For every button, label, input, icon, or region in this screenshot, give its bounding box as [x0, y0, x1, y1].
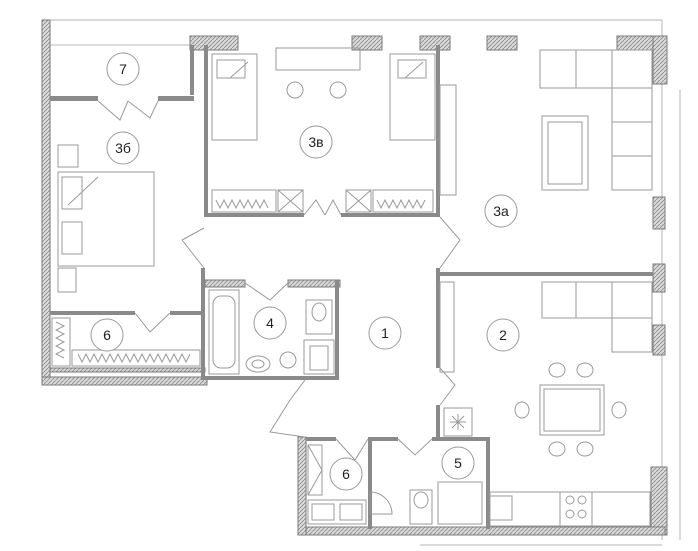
svg-text:3а: 3а — [493, 203, 509, 219]
room-5-fixtures — [409, 481, 483, 525]
exterior-walls — [41, 19, 668, 536]
svg-text:3б: 3б — [115, 140, 131, 156]
svg-text:6: 6 — [103, 327, 111, 343]
room-labels: 7 3б 3в 3а 6 4 1 2 — [90, 52, 520, 491]
room-6b-furniture — [307, 444, 393, 525]
room-6a-furniture — [51, 317, 201, 367]
room-3b-furniture — [57, 144, 155, 293]
svg-text:3в: 3в — [308, 134, 323, 150]
room-2-furniture — [439, 281, 653, 527]
svg-text:6: 6 — [342, 466, 350, 482]
svg-text:7: 7 — [119, 61, 127, 77]
room-label-1: 1 — [368, 316, 402, 350]
room-label-3a: 3а — [484, 194, 518, 228]
svg-text:1: 1 — [381, 325, 389, 341]
room-label-3v: 3в — [299, 125, 333, 159]
room-4-fixtures — [208, 289, 335, 375]
room-3a-furniture — [439, 49, 653, 196]
room-label-2: 2 — [486, 318, 520, 352]
room-label-4: 4 — [253, 306, 287, 340]
doors — [97, 100, 461, 461]
svg-text:5: 5 — [454, 455, 462, 471]
room-label-6-bottom: 6 — [329, 457, 363, 491]
interior-walls — [50, 45, 653, 529]
svg-text:4: 4 — [266, 315, 274, 331]
room-label-6-left: 6 — [90, 318, 124, 352]
room-3v-furniture — [211, 47, 436, 213]
svg-text:2: 2 — [499, 327, 507, 343]
room-label-5: 5 — [441, 446, 475, 480]
room-label-3b: 3б — [106, 131, 140, 165]
room-label-7: 7 — [106, 52, 140, 86]
